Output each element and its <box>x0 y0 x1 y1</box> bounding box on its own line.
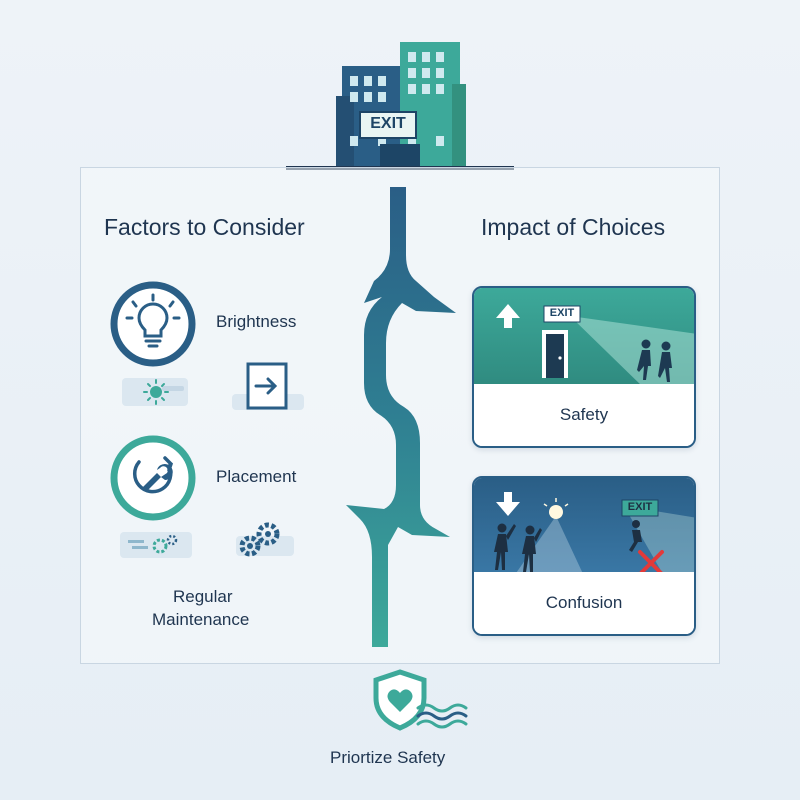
cross-mark-icon <box>638 550 664 576</box>
sun-icon <box>122 378 188 406</box>
factor-maintenance-label-line2: Maintenance <box>152 610 250 629</box>
wrench-icon <box>110 435 196 521</box>
up-arrow-icon <box>496 304 520 328</box>
gears-icon <box>236 522 294 557</box>
factor-placement-label: Placement <box>216 467 297 486</box>
safety-card: EXIT Safety <box>472 286 696 448</box>
impact-heading: Impact of Choices <box>481 214 666 240</box>
building-illustration <box>286 42 514 170</box>
central-flow-arrow <box>346 187 456 647</box>
walking-people-icon <box>637 339 672 382</box>
safety-scene <box>474 288 694 388</box>
safety-card-caption: Safety <box>474 384 694 446</box>
lightbulb-icon <box>110 281 196 367</box>
heart-shield-icon <box>373 669 468 731</box>
confusion-card: EXIT Confusion <box>472 476 696 636</box>
confused-people-icon <box>494 520 642 572</box>
building-exit-sign: EXIT <box>370 115 406 132</box>
confusion-card-caption: Confusion <box>474 572 694 634</box>
factors-heading: Factors to Consider <box>104 214 305 240</box>
door-exit-icon <box>232 362 304 410</box>
prioritize-safety-label: Priortize Safety <box>330 748 446 767</box>
small-gears-icon <box>120 532 192 558</box>
down-arrow-icon <box>496 492 520 516</box>
confusion-scene <box>474 478 694 576</box>
confusion-card-exit-sign: EXIT <box>627 501 653 513</box>
factor-maintenance-label-line1: Regular <box>173 587 233 606</box>
safety-card-exit-sign: EXIT <box>549 307 575 319</box>
factor-brightness-label: Brightness <box>216 312 297 331</box>
